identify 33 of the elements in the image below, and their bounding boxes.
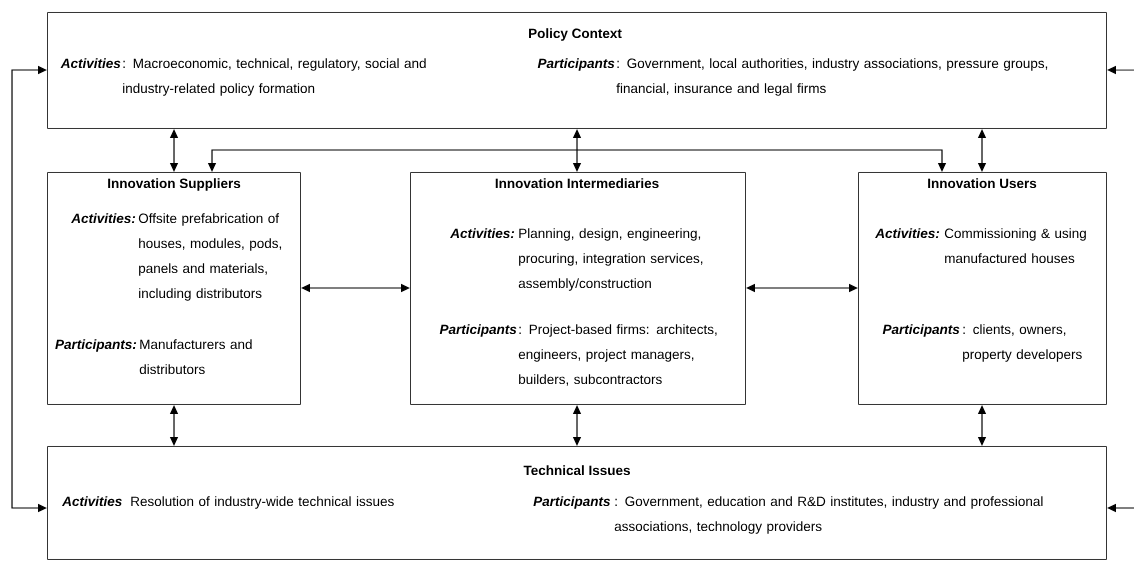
- box-heading: Innovation Users: [928, 178, 1037, 189]
- field-text: : Macroeconomic, technical, regulatory, social and industry-related policy formation: [123, 58, 426, 96]
- field-text: Offsite prefabrication of houses, modules, pods, panels and materials, including distributors: [138, 213, 282, 301]
- field-text: Planning, design, engineering, procuring, integration services, assembly/construction: [518, 228, 703, 291]
- box-heading: Innovation Suppliers: [108, 178, 241, 191]
- field-label: Activities: [61, 496, 122, 507]
- field-label: Participants:: [55, 339, 137, 352]
- field-text: Commissioning & using manufactured houses: [944, 228, 1086, 264]
- double-arrow: [977, 129, 987, 172]
- field-text: : Government, education and R&D institutes, industry and professional associations, technology providers: [614, 496, 1043, 534]
- field-label: Participants: [439, 324, 517, 337]
- field-label: Activities:: [71, 213, 136, 224]
- field-text: : Government, local authorities, industry associations, pressure groups, financial, insurance and legal firms: [616, 58, 1048, 96]
- double-arrow: [301, 283, 410, 293]
- double-arrow: [572, 129, 582, 172]
- field-text: Resolution of industry-wide technical issues: [131, 496, 394, 509]
- box-heading: Innovation Intermediaries: [495, 178, 659, 189]
- field-label: Activities:: [450, 228, 515, 239]
- field-text: : clients, owners, property developers: [963, 324, 1082, 362]
- double-arrow: [977, 405, 987, 446]
- field-label: Activities:: [875, 228, 940, 239]
- field-label: Participants: [537, 58, 615, 71]
- field-label: Participants: [882, 324, 960, 337]
- double-arrow: [746, 283, 858, 293]
- box-heading: Technical Issues: [523, 465, 630, 476]
- box-heading: Policy Context: [529, 28, 622, 41]
- field-text: : Project-based firms: architects, engineers, project managers, builders, subcontractors: [518, 324, 717, 386]
- field-label: Participants: [533, 496, 610, 509]
- field-text: Manufacturers and distributors: [139, 339, 252, 375]
- field-label: Activities: [60, 58, 121, 69]
- double-arrow: [572, 405, 582, 446]
- double-arrow: [169, 405, 179, 446]
- double-arrow: [169, 129, 179, 172]
